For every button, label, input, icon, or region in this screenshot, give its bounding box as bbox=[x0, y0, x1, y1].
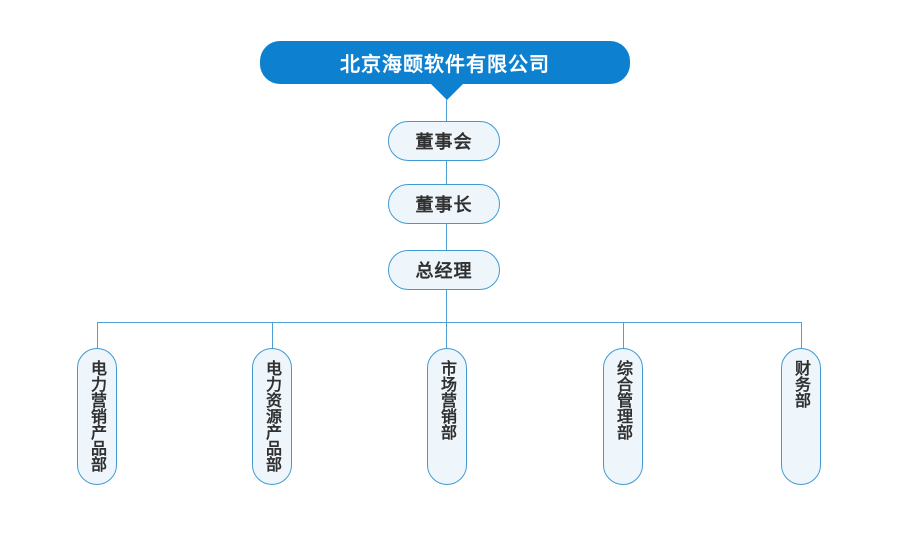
chairman-label: 董事长 bbox=[415, 195, 473, 216]
connector-line bbox=[272, 322, 273, 349]
board-of-directors-label: 董事会 bbox=[415, 132, 473, 153]
dept-node-power-resources-products: 电力资源产品部 bbox=[252, 348, 292, 485]
dept-label: 电力资源产品部 bbox=[263, 360, 282, 472]
dept-node-power-marketing-products: 电力营销产品部 bbox=[77, 348, 117, 485]
root-node-pointer-tail bbox=[429, 82, 465, 100]
chairman-node: 董事长 bbox=[388, 184, 500, 224]
connector-line bbox=[446, 322, 447, 349]
dept-label: 电力营销产品部 bbox=[88, 360, 107, 472]
connector-line bbox=[446, 99, 447, 122]
dept-node-general-management: 综合管理部 bbox=[603, 348, 643, 485]
company-root-node: 北京海颐软件有限公司 bbox=[260, 41, 630, 84]
company-name-label: 北京海颐软件有限公司 bbox=[340, 52, 550, 76]
connector-line bbox=[446, 289, 447, 323]
connector-line bbox=[623, 322, 624, 349]
branch-horizontal-line bbox=[97, 322, 802, 323]
connector-line bbox=[801, 322, 802, 349]
dept-label: 财务部 bbox=[792, 360, 811, 408]
connector-line bbox=[97, 322, 98, 349]
general-manager-label: 总经理 bbox=[415, 261, 473, 282]
connector-line bbox=[446, 224, 447, 251]
dept-node-finance: 财务部 bbox=[781, 348, 821, 485]
dept-node-marketing: 市场营销部 bbox=[427, 348, 467, 485]
general-manager-node: 总经理 bbox=[388, 250, 500, 290]
board-of-directors-node: 董事会 bbox=[388, 121, 500, 161]
dept-label: 综合管理部 bbox=[614, 360, 633, 440]
dept-label: 市场营销部 bbox=[438, 360, 457, 440]
connector-line bbox=[446, 160, 447, 185]
